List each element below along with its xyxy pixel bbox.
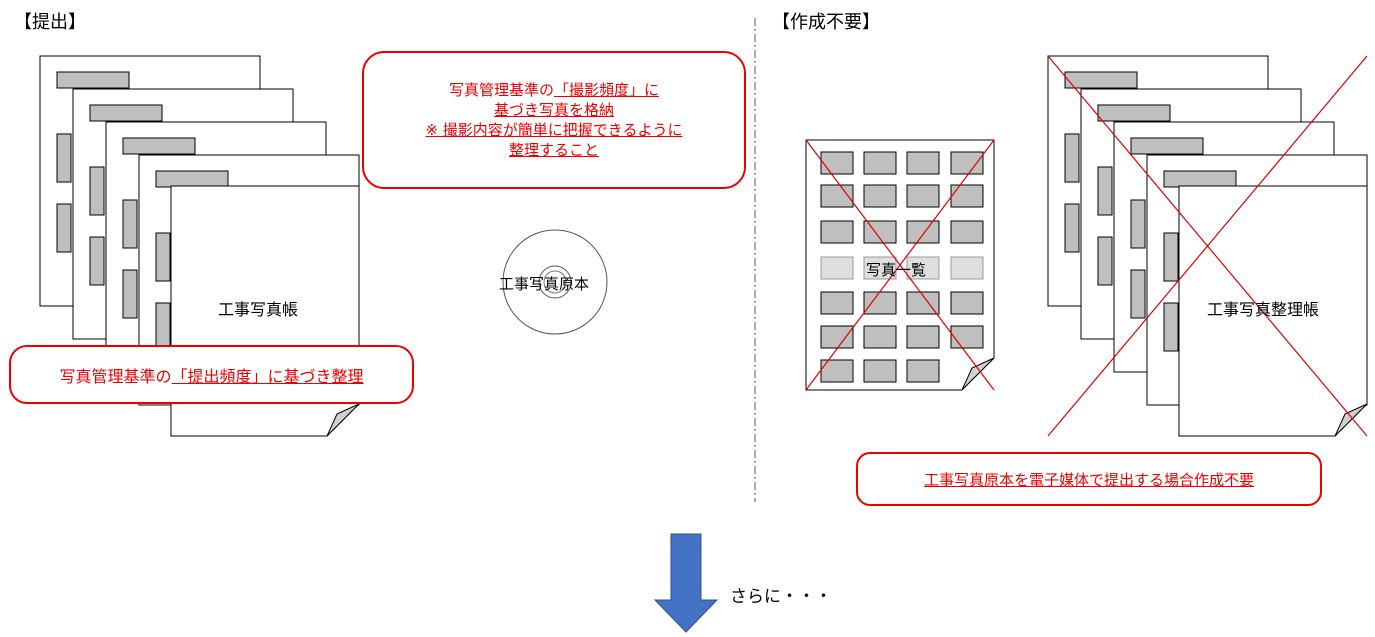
photo-thumb: [89, 104, 163, 122]
photo-thumb: [906, 220, 940, 244]
photo-thumb: [1163, 170, 1237, 188]
heading-submit: 【提出】: [14, 12, 86, 33]
submit-frequency-callout: 写真管理基準の「提出頻度」に基づき整理: [9, 345, 414, 404]
organized-album-label: 工事写真整理帳: [1207, 300, 1320, 319]
photo-thumb: [1097, 166, 1113, 216]
photo-thumb: [950, 220, 984, 244]
photo-thumb: [906, 291, 940, 315]
arrow-caption: さらに・・・: [730, 587, 832, 607]
photo-thumb: [863, 359, 897, 383]
photo-thumb: [863, 151, 897, 175]
photo-thumb: [950, 151, 984, 175]
photo-thumb: [122, 269, 138, 319]
photo-thumb: [56, 203, 72, 253]
organized-album-cover-page: [1178, 185, 1368, 437]
photo-thumb: [1130, 269, 1146, 319]
center-callout-line1-underlined: 「撮影頻度」に: [553, 81, 659, 99]
photo-thumb: [1163, 302, 1179, 352]
shooting-frequency-callout: 写真管理基準の「撮影頻度」に 基づき写真を格納 ※ 撮影内容が簡単に把握できるよ…: [362, 51, 746, 189]
photo-thumb: [1064, 133, 1080, 183]
list-label-cell: [906, 256, 940, 280]
center-callout-line3: ※ 撮影内容が簡単に把握できるように: [425, 121, 683, 139]
photo-thumb: [1130, 199, 1146, 249]
photo-thumb: [122, 137, 196, 155]
list-label-cell: [863, 256, 897, 280]
photo-thumb: [820, 184, 854, 208]
photo-thumb: [820, 291, 854, 315]
photo-thumb: [820, 151, 854, 175]
photo-list-page: [805, 139, 995, 391]
photo-thumb: [155, 170, 229, 188]
photo-thumb: [863, 325, 897, 349]
photo-thumb: [820, 256, 854, 280]
photo-thumb: [1064, 71, 1138, 89]
photo-thumb: [1064, 203, 1080, 253]
not-required-text: 工事写真原本を電子媒体で提出する場合作成不要: [923, 470, 1254, 489]
disc-label: 工事写真原本: [499, 275, 590, 293]
photo-thumb: [820, 220, 854, 244]
photo-thumb: [863, 291, 897, 315]
photo-thumb: [906, 325, 940, 349]
cross-out-line: [1047, 55, 1368, 437]
photo-thumb: [906, 359, 940, 383]
photo-thumb: [950, 184, 984, 208]
photo-thumb: [950, 325, 984, 349]
heading-not-required: 【作成不要】: [772, 12, 880, 33]
photo-thumb: [155, 302, 171, 352]
photo-thumb: [863, 184, 897, 208]
right-page-stack: [1047, 55, 1368, 437]
center-callout-line4: 整理すること: [508, 141, 599, 159]
photo-thumb: [56, 71, 130, 89]
center-callout-line2: 基づき写真を格納: [493, 101, 614, 119]
photo-thumb: [1130, 137, 1204, 155]
photo-list-label: 写真一覧: [866, 261, 927, 279]
album-label: 工事写真帳: [218, 300, 299, 319]
disc-icon: [502, 229, 608, 335]
photo-thumb: [1097, 236, 1113, 286]
photo-thumb: [906, 184, 940, 208]
center-callout-line1-prefix: 写真管理基準の: [448, 81, 554, 99]
photo-thumb: [950, 291, 984, 315]
photo-thumb: [155, 232, 171, 282]
cross-out-line: [805, 139, 995, 391]
photo-thumb: [89, 236, 105, 286]
not-required-callout: 工事写真原本を電子媒体で提出する場合作成不要: [856, 452, 1322, 506]
callout-underlined: 「提出頻度」に基づき整理: [171, 366, 364, 386]
photo-thumb: [950, 256, 984, 280]
photo-thumb: [820, 325, 854, 349]
photo-thumb: [122, 199, 138, 249]
photo-thumb: [906, 151, 940, 175]
photo-thumb: [1163, 232, 1179, 282]
photo-thumb: [56, 133, 72, 183]
photo-thumb: [863, 220, 897, 244]
callout-prefix: 写真管理基準の: [59, 366, 172, 386]
down-arrow-icon: [653, 533, 719, 633]
photo-thumb: [89, 166, 105, 216]
photo-thumb: [1097, 104, 1171, 122]
